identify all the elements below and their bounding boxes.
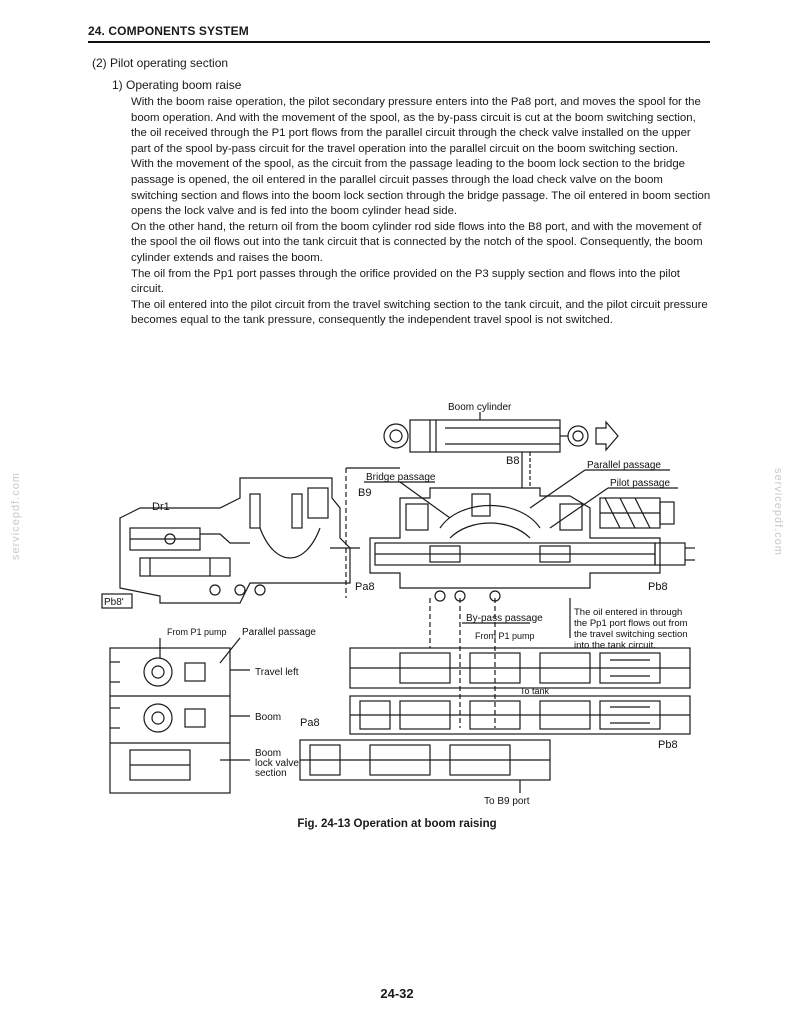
label-b9: B9: [358, 487, 371, 499]
label-travel-left: Travel left: [255, 667, 299, 678]
label-pa8-top: Pa8: [355, 581, 375, 593]
svg-text:the travel switching section: the travel switching section: [574, 629, 688, 640]
paragraph-3: On the other hand, the return oil from t…: [131, 220, 703, 264]
label-dr1: Dr1: [152, 501, 170, 513]
page-number: 24-32: [380, 986, 414, 1001]
page-header: 24. COMPONENTS SYSTEM: [88, 24, 710, 43]
label-pa8-bottom: Pa8: [300, 717, 320, 729]
left-body-section: [119, 477, 360, 604]
label-boom-lock-2: lock valve: [255, 758, 299, 769]
label-pb8-left: Pb8': [104, 597, 124, 608]
watermark-left: servicepdf.com: [10, 472, 22, 560]
label-by-pass-passage: By-pass passage: [466, 613, 543, 624]
label-parallel-passage-top: Parallel passage: [587, 460, 661, 471]
section-title: (2) Pilot operating section: [92, 56, 229, 70]
label-pilot-passage: Pilot passage: [610, 478, 670, 489]
subsection-title: 1) Operating boom raise: [112, 78, 242, 92]
paragraph-5: The oil entered into the pilot circuit f…: [131, 298, 708, 327]
watermark-right: servicepdf.com: [772, 468, 784, 556]
figure-caption: Fig. 24-13 Operation at boom raising: [297, 818, 497, 830]
label-boom: Boom: [255, 712, 281, 723]
svg-text:The oil entered in through: The oil entered in through: [574, 607, 682, 618]
svg-text:into the tank circuit.: into the tank circuit.: [574, 640, 656, 651]
label-from-p1-pump-left: From P1 pump: [167, 627, 227, 637]
label-boom-lock-1: Boom: [255, 748, 281, 759]
label-from-p1-pump-mid: From P1 pump: [475, 631, 535, 641]
label-to-tank: To tank: [520, 686, 550, 696]
boom-cylinder: [383, 412, 619, 453]
label-parallel-passage-left: Parallel passage: [242, 627, 316, 638]
label-bridge-passage: Bridge passage: [366, 472, 436, 483]
label-to-b9-port: To B9 port: [484, 796, 530, 807]
paragraph-4: The oil from the Pp1 port passes through…: [131, 267, 680, 296]
label-boom-cylinder: Boom cylinder: [448, 402, 512, 413]
paragraph-1: With the boom raise operation, the pilot…: [131, 96, 701, 155]
body-text: With the boom raise operation, the pilot…: [131, 95, 711, 329]
hydraulic-diagram: Boom cylinder B8 B9 Bridge passage Paral…: [101, 402, 695, 807]
right-body-section: [369, 487, 695, 602]
paragraph-2: With the movement of the spool, as the c…: [131, 158, 711, 218]
label-boom-lock-3: section: [255, 768, 287, 779]
label-b8: B8: [506, 455, 519, 467]
bottom-left-section: [109, 647, 250, 794]
note-text: The oil entered in through the Pp1 port …: [574, 607, 688, 651]
label-pb8-top: Pb8: [648, 581, 668, 593]
label-pb8-bottom: Pb8: [658, 739, 678, 751]
svg-text:the Pp1 port flows out from: the Pp1 port flows out from: [574, 618, 688, 629]
bottom-right-spools: [299, 647, 691, 793]
